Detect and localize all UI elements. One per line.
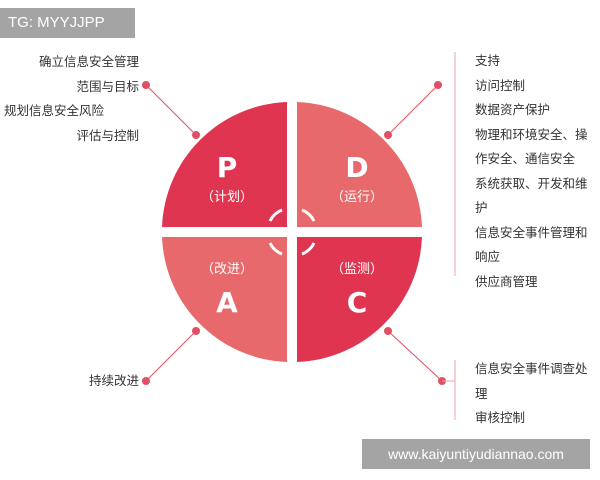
list-item: 规划信息安全风险 <box>4 103 105 118</box>
do-label: （运行） <box>331 190 383 205</box>
do-letter: D <box>345 151 368 184</box>
check-items: 信息安全事件调查处 理 审核控制 <box>475 357 588 431</box>
list-item: 物理和环境安全、操 <box>475 126 588 142</box>
list-item: 支持 <box>475 53 501 68</box>
check-label: （监测） <box>331 262 383 277</box>
list-item: 数据资产保护 <box>475 102 551 117</box>
watermark: www.kaiyuntiyudiannao.com <box>362 439 590 469</box>
connector-act <box>145 330 197 382</box>
plan-letter: P <box>217 151 238 184</box>
connector-plan <box>145 84 197 136</box>
quadrant-plan <box>162 102 287 227</box>
list-item: 评估与控制 <box>76 127 139 143</box>
list-item: 确立信息安全管理 <box>38 54 139 69</box>
dot-plan-inner <box>192 131 200 139</box>
dot-check-inner <box>384 327 392 335</box>
act-items: 持续改进 <box>0 369 139 394</box>
quadrant-act <box>162 237 287 362</box>
list-item: 持续改进 <box>88 373 139 388</box>
list-item: 访问控制 <box>475 77 526 93</box>
cycle-arrows-icon <box>268 208 316 256</box>
list-brackets <box>442 52 456 420</box>
list-item: 作安全、通信安全 <box>475 151 576 166</box>
connector-dots <box>142 81 446 385</box>
act-label: （改进） <box>201 262 253 277</box>
plan-items: 确立信息安全管理 范围与目标 规划信息安全风险 评估与控制 <box>0 50 139 148</box>
list-item: 信息安全事件管理和 <box>475 224 588 240</box>
quadrant-check <box>297 237 422 362</box>
act-letter: A <box>216 286 238 319</box>
list-item: 范围与目标 <box>76 78 139 94</box>
dot-do-inner <box>384 131 392 139</box>
list-item: 响应 <box>475 249 501 264</box>
dot-do-outer <box>434 81 442 89</box>
connector-check <box>387 330 443 382</box>
list-item: 供应商管理 <box>475 273 538 289</box>
list-item: 审核控制 <box>475 410 526 425</box>
dot-act-outer <box>142 377 150 385</box>
quadrant-do <box>297 102 422 227</box>
connector-do <box>387 84 439 136</box>
dot-plan-outer <box>142 81 150 89</box>
list-item: 护 <box>475 200 488 215</box>
list-item: 系统获取、开发和维 <box>475 175 588 191</box>
check-letter: C <box>347 286 368 319</box>
list-item: 信息安全事件调查处 <box>475 361 588 376</box>
do-items: 支持 访问控制 数据资产保护 物理和环境安全、操 作安全、通信安全 系统获取、开… <box>475 49 588 294</box>
header-tag: TG: MYYJJPP <box>0 8 135 38</box>
dot-act-inner <box>192 327 200 335</box>
connector-lines <box>145 84 443 382</box>
list-item: 理 <box>475 385 488 401</box>
plan-label: （计划） <box>201 190 253 205</box>
